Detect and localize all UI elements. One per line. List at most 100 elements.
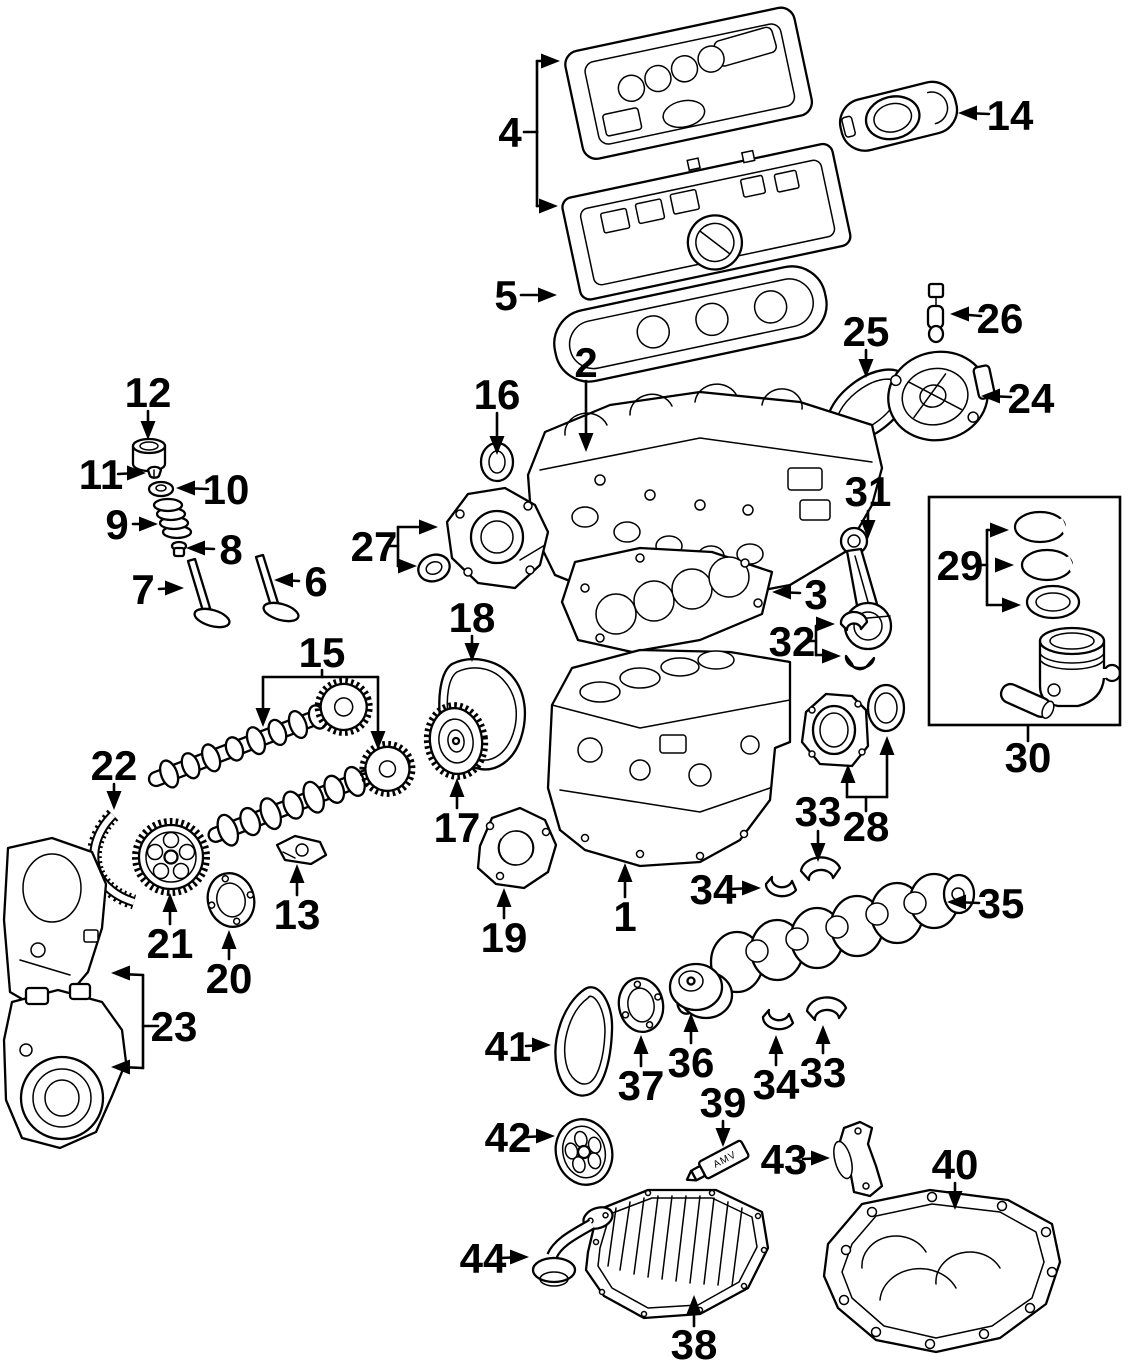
callout-number: 28 bbox=[843, 803, 890, 850]
callout-number: 17 bbox=[434, 804, 481, 851]
callout-camshaft-seal: 16 bbox=[474, 371, 521, 455]
callout-number: 35 bbox=[978, 880, 1025, 927]
callout-head-gasket: 3 bbox=[772, 571, 828, 618]
callout-valve-lifter: 12 bbox=[125, 369, 172, 440]
camshaft-gear-part bbox=[132, 818, 210, 896]
head-gasket-part bbox=[560, 546, 774, 654]
arrowhead-icon bbox=[496, 888, 512, 907]
arrowhead-icon bbox=[111, 1059, 130, 1075]
connecting-rod-part bbox=[839, 526, 893, 651]
valve-stem-seal-part bbox=[170, 540, 188, 558]
callout-main-bearing-lower: 33 bbox=[800, 1025, 847, 1096]
callout-cam-gear-housing: 24 bbox=[981, 375, 1055, 422]
arrowhead-icon bbox=[816, 616, 835, 632]
arrowhead-icon bbox=[221, 930, 237, 949]
callout-number: 14 bbox=[987, 92, 1034, 139]
callout-crankshaft: 35 bbox=[947, 880, 1024, 927]
rod-bearings-part bbox=[839, 610, 876, 671]
arrowhead-icon bbox=[879, 736, 895, 755]
arrowhead-icon bbox=[532, 1037, 551, 1053]
callout-timing-covers: 23 bbox=[111, 965, 197, 1075]
arrowhead-icon bbox=[617, 863, 633, 882]
arrowhead-icon bbox=[541, 53, 560, 69]
water-pump-part bbox=[476, 806, 558, 890]
callout-number: 4 bbox=[498, 109, 522, 156]
piston-group-box bbox=[927, 495, 1122, 727]
callout-oil-pan: 38 bbox=[671, 1295, 718, 1366]
callout-number: 12 bbox=[125, 369, 172, 416]
valve-keeper-part bbox=[146, 465, 163, 479]
callout-number: 21 bbox=[147, 920, 194, 967]
callout-oil-pump-front-housing: 27 bbox=[351, 519, 438, 574]
oil-pump-assembly-part bbox=[822, 1188, 1062, 1354]
arrowhead-icon bbox=[106, 791, 122, 810]
arrowhead-icon bbox=[510, 1249, 529, 1265]
callout-number: 8 bbox=[219, 526, 242, 573]
callout-timing-belt: 22 bbox=[91, 742, 137, 810]
callout-cylinder-head: 2 bbox=[574, 339, 598, 452]
callout-number: 33 bbox=[800, 1049, 847, 1096]
damper-disc-part bbox=[554, 1118, 614, 1186]
pulley-hub-flange-part bbox=[617, 976, 665, 1034]
callout-valve-covers: 4 bbox=[498, 53, 560, 214]
timing-cover-lower-part bbox=[2, 982, 128, 1150]
callout-number: 29 bbox=[937, 542, 984, 589]
oil-pickup-tube-part bbox=[531, 1206, 614, 1287]
callout-number: 9 bbox=[105, 501, 128, 548]
callout-number: 27 bbox=[351, 523, 398, 570]
crankshaft-part bbox=[676, 872, 976, 1015]
callout-number: 19 bbox=[481, 914, 528, 961]
arrowhead-icon bbox=[768, 1035, 784, 1054]
oil-pan-part bbox=[584, 1188, 770, 1320]
arrowhead-icon bbox=[686, 1295, 702, 1314]
callout-number: 10 bbox=[203, 466, 250, 513]
callout-rear-main-seal: 28 bbox=[840, 736, 895, 850]
sealant-tube-part: AMV bbox=[685, 1139, 750, 1182]
arrowhead-icon bbox=[840, 764, 856, 783]
arrowhead-icon bbox=[539, 198, 558, 214]
callout-number: 38 bbox=[671, 1321, 718, 1366]
arrowhead-icon bbox=[683, 1013, 699, 1032]
callout-number: 41 bbox=[485, 1023, 532, 1070]
callout-piston-rings: 29 bbox=[937, 522, 1021, 613]
callout-number: 33 bbox=[795, 788, 842, 835]
callout-cam-follower: 13 bbox=[274, 864, 320, 938]
arrowhead-icon bbox=[165, 580, 184, 596]
callout-number: 11 bbox=[79, 451, 123, 498]
callout-connecting-rod: 31 bbox=[845, 468, 891, 539]
rear-seal-housing-part bbox=[800, 692, 870, 768]
oil-pump-front-housing-part bbox=[445, 486, 550, 590]
arrowhead-icon bbox=[958, 105, 977, 121]
thrust-washer-lower-part bbox=[761, 1008, 795, 1031]
thrust-washer-upper-part bbox=[764, 875, 798, 898]
arrowhead-icon bbox=[127, 465, 146, 481]
callout-pump-bracket: 43 bbox=[761, 1136, 830, 1183]
callout-engine-block: 1 bbox=[613, 863, 637, 940]
rear-crank-seal-part bbox=[866, 683, 906, 733]
callout-camshafts: 15 bbox=[255, 629, 386, 750]
callout-number: 16 bbox=[474, 371, 521, 418]
arrowhead-icon bbox=[578, 433, 594, 452]
arrowhead-icon bbox=[990, 522, 1009, 538]
callout-main-bearing-upper: 33 bbox=[795, 788, 842, 862]
piston-rings-part bbox=[1013, 510, 1081, 620]
arrowhead-icon bbox=[139, 516, 158, 532]
camshaft-housing-part bbox=[838, 80, 959, 152]
callout-number: 3 bbox=[804, 571, 827, 618]
callout-number: 37 bbox=[618, 1062, 665, 1109]
arrowhead-icon bbox=[289, 864, 305, 883]
arrowhead-icon bbox=[140, 421, 156, 440]
callout-damper-disc: 42 bbox=[485, 1114, 555, 1161]
arrowhead-icon bbox=[274, 572, 293, 588]
camshaft-intake-part bbox=[147, 677, 373, 789]
arrowhead-icon bbox=[810, 843, 826, 862]
arrowhead-icon bbox=[489, 436, 505, 455]
engine-block-part bbox=[546, 648, 792, 868]
main-bearing-upper-part bbox=[799, 856, 842, 882]
valve-cover-lower-part bbox=[561, 142, 852, 301]
callout-number: 32 bbox=[769, 618, 816, 665]
arrowhead-icon bbox=[742, 880, 761, 896]
arrowhead-icon bbox=[538, 287, 557, 303]
timing-cover-upper-part bbox=[2, 836, 108, 1008]
camshaft-position-sensor-part bbox=[926, 282, 945, 344]
